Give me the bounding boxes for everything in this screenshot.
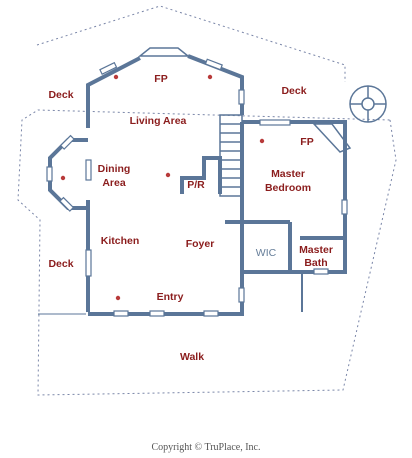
label-deck-left-bottom: Deck xyxy=(48,258,73,270)
fireplace-right xyxy=(312,123,352,153)
stair-treads xyxy=(220,123,242,188)
label-fp-right: FP xyxy=(300,136,313,148)
label-dining-line2: Area xyxy=(102,177,126,189)
marker-dot xyxy=(60,175,66,181)
copyright-notice: Copyright © TruPlace, Inc. xyxy=(151,442,261,453)
marker-dot xyxy=(207,74,213,80)
label-deck-left-top: Deck xyxy=(48,89,73,101)
windows xyxy=(46,58,348,317)
fireplace-top xyxy=(137,47,191,57)
stair-wall xyxy=(219,114,243,197)
spiral-stair xyxy=(349,85,387,123)
label-walk: Walk xyxy=(180,351,204,363)
dining-bay-wall xyxy=(48,138,88,210)
label-dining-line1: Dining xyxy=(98,163,131,175)
label-fp-top: FP xyxy=(154,73,167,85)
markers xyxy=(60,74,265,301)
exterior-wall-bottom xyxy=(88,270,290,316)
label-master-bath-line2: Bath xyxy=(304,257,327,269)
label-master-bath-line1: Master xyxy=(299,244,333,256)
label-kitchen: Kitchen xyxy=(101,235,140,247)
label-wic: WIC xyxy=(256,247,277,259)
label-entry: Entry xyxy=(157,291,184,303)
label-deck-right-top: Deck xyxy=(281,85,306,97)
label-living-area: Living Area xyxy=(130,115,187,127)
label-foyer: Foyer xyxy=(186,238,215,250)
deck-outline xyxy=(17,5,397,396)
marker-dot xyxy=(113,74,119,80)
label-master-line2: Bedroom xyxy=(265,182,311,194)
label-powder-room: P/R xyxy=(187,179,205,191)
powder-room-wall xyxy=(180,156,222,194)
label-master-line1: Master xyxy=(271,168,305,180)
marker-dot xyxy=(259,138,265,144)
marker-dot xyxy=(165,172,171,178)
marker-dot xyxy=(115,295,121,301)
